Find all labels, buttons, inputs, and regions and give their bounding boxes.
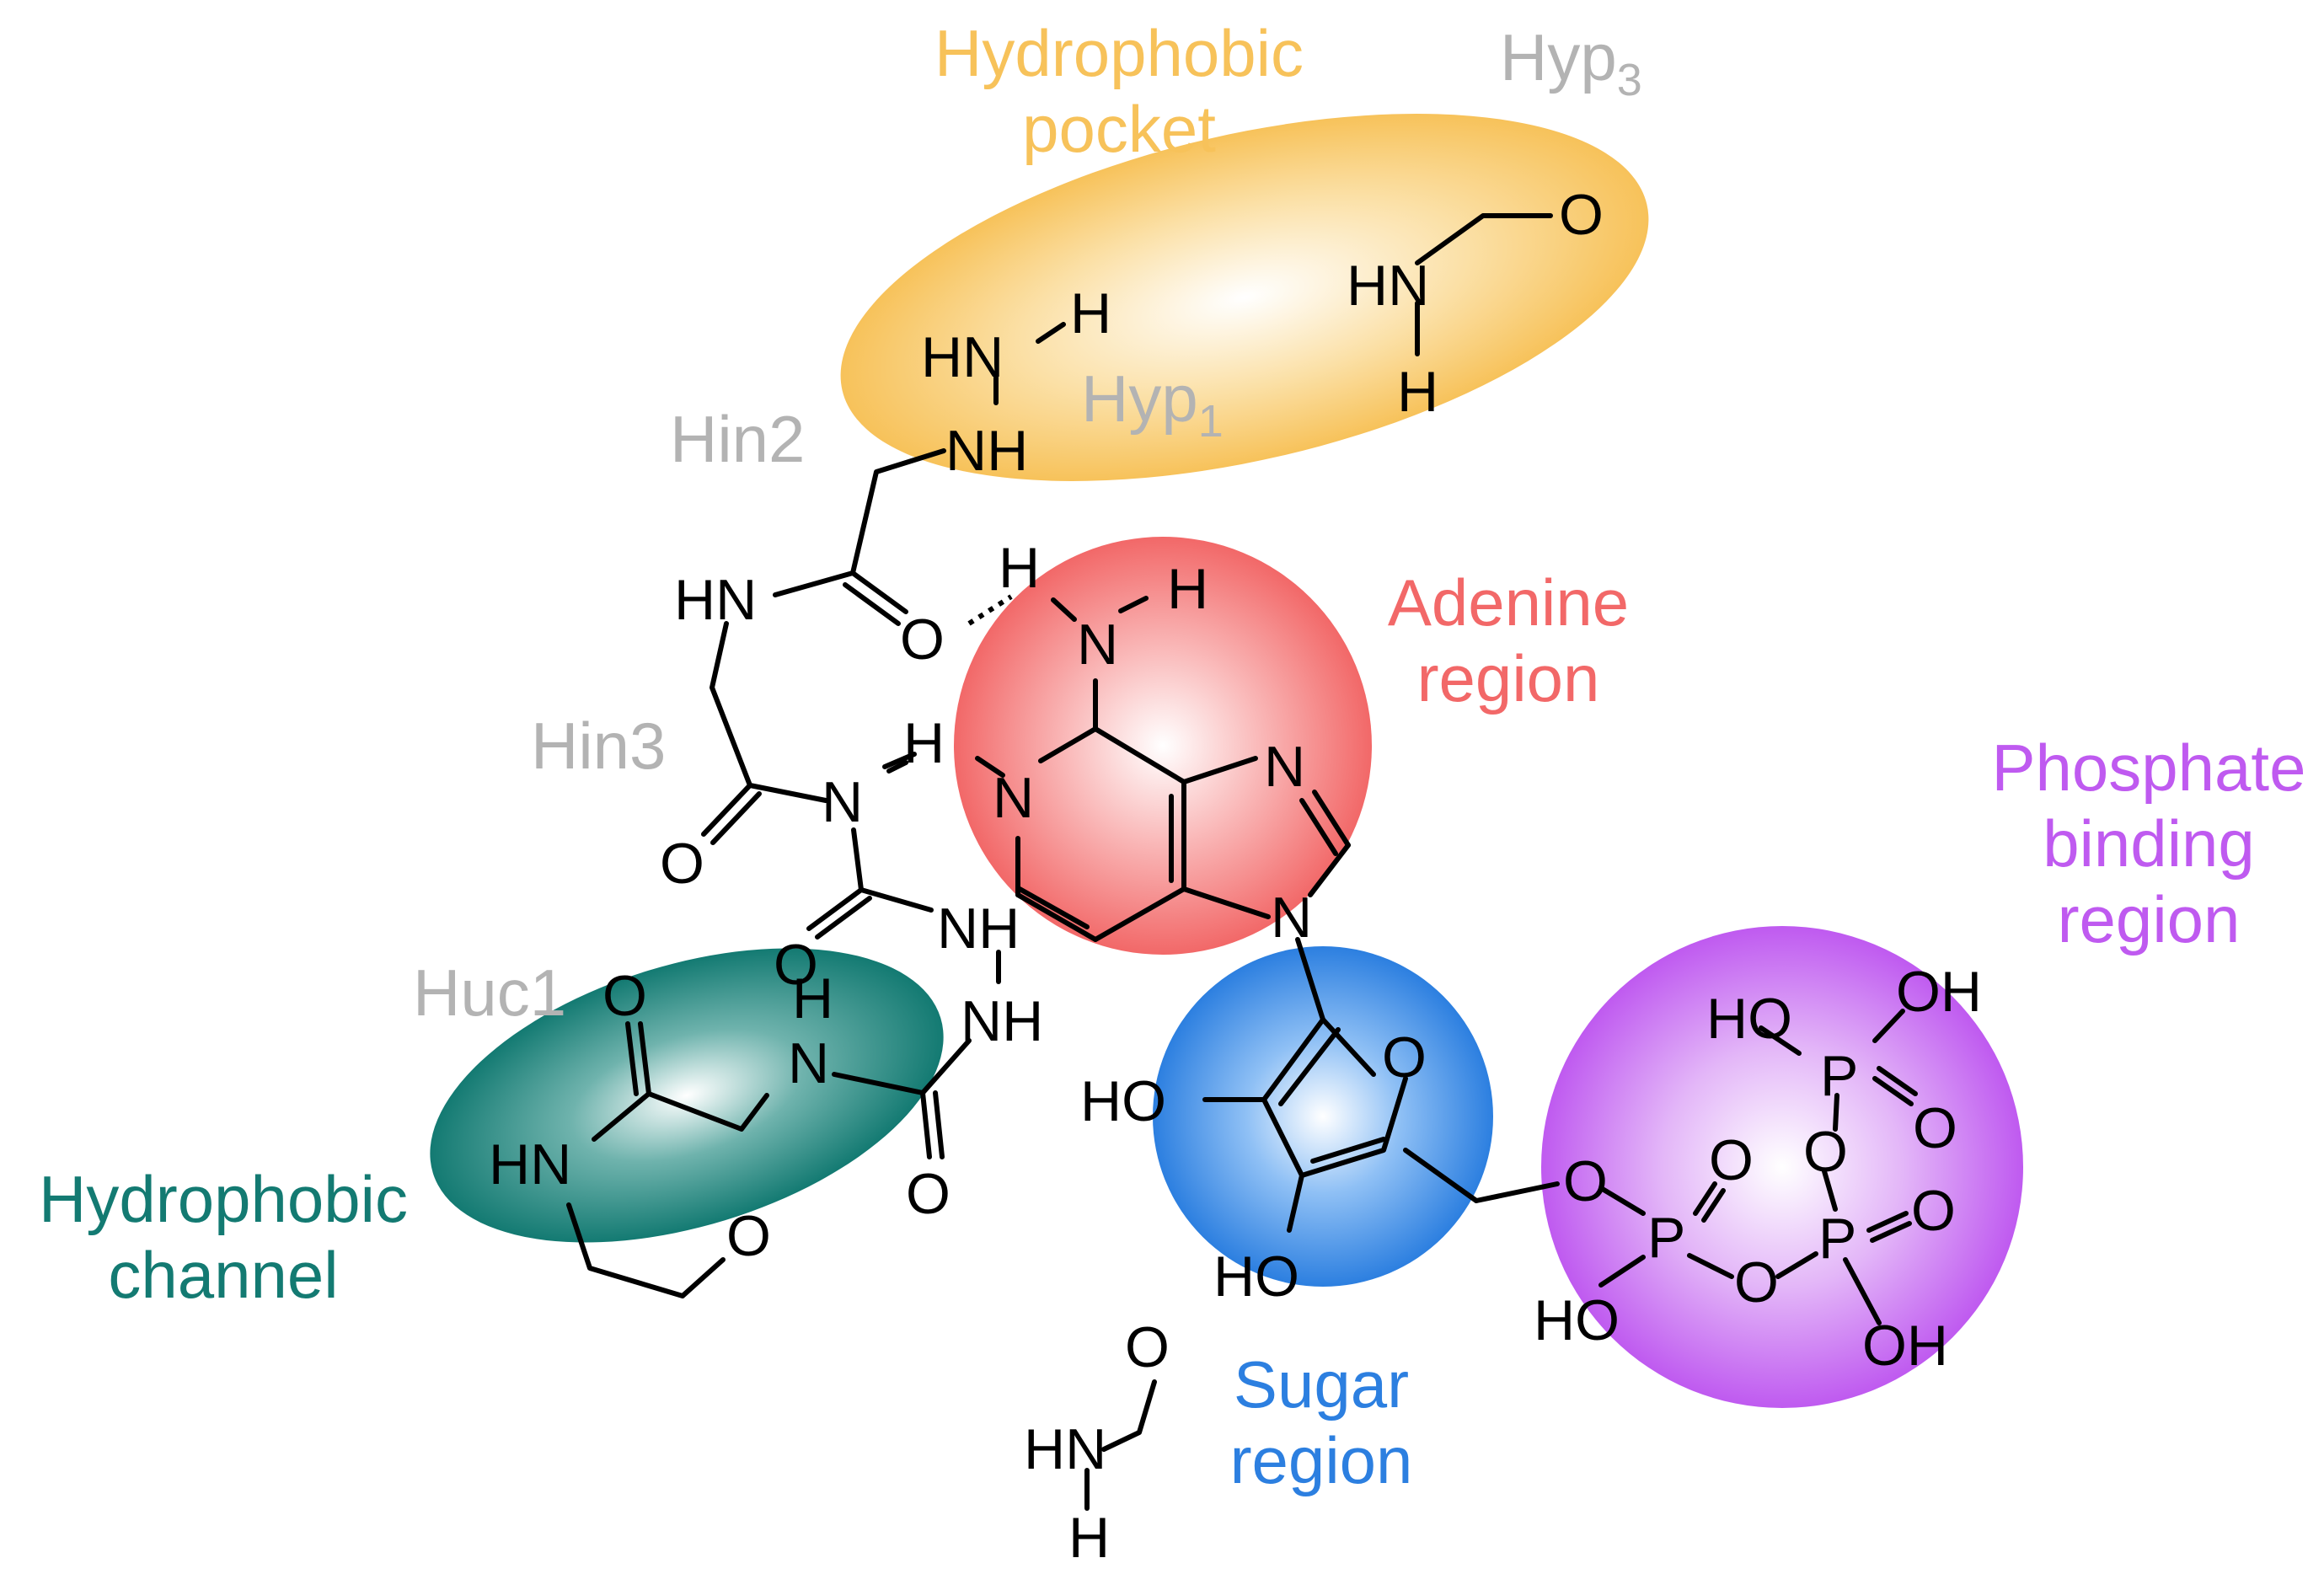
- atom-o: O: [660, 832, 704, 896]
- molecule-bonds: [566, 213, 1918, 1511]
- atom-n: N: [993, 766, 1034, 830]
- atom-nh: NH: [945, 419, 1028, 483]
- atom-h: H: [903, 711, 945, 775]
- atom-hn: HN: [1024, 1417, 1106, 1481]
- atom-oh: OH: [1896, 960, 1982, 1024]
- atom-o: O: [602, 964, 647, 1028]
- atom-p: P: [1647, 1206, 1685, 1270]
- atom-h: H: [792, 966, 833, 1031]
- sugar-region-circle: [1153, 946, 1493, 1287]
- atom-o: O: [1803, 1120, 1848, 1184]
- svg-text:Sugar: Sugar: [1234, 1347, 1409, 1421]
- atom-h: H: [1397, 360, 1438, 424]
- svg-text:Hydrophobic: Hydrophobic: [39, 1162, 408, 1236]
- atom-o: O: [1559, 183, 1604, 247]
- svg-text:Phosphate: Phosphate: [1992, 731, 2306, 805]
- atom-hn: HN: [489, 1132, 571, 1197]
- atom-o: O: [900, 608, 945, 672]
- atom-n: N: [788, 1031, 829, 1095]
- residue-label-hin2: Hin2: [670, 402, 805, 476]
- atom-o: O: [1911, 1179, 1956, 1243]
- atom-o: O: [1382, 1025, 1427, 1089]
- residue-label-huc1: Huc1: [413, 956, 566, 1030]
- phosphate-region-circle: [1541, 926, 2023, 1408]
- atom-o: O: [726, 1204, 771, 1268]
- atom-h: H: [1070, 281, 1111, 345]
- svg-text:region: region: [1417, 641, 1600, 715]
- svg-text:binding: binding: [2043, 806, 2255, 881]
- atom-nh: NH: [937, 897, 1020, 961]
- svg-text:Adenine: Adenine: [1388, 565, 1629, 640]
- atom-nh: NH: [961, 989, 1043, 1053]
- atom-n: N: [822, 770, 863, 834]
- hydrophobic-channel-ellipse: [430, 948, 944, 1243]
- region-label-adenine: Adenine region: [1388, 565, 1629, 715]
- atom-n: N: [1264, 735, 1305, 799]
- residue-label-hyp3: Hyp3: [1500, 20, 1642, 105]
- region-label-hydrophobic-channel: Hydrophobic channel: [39, 1162, 408, 1312]
- residue-label-hyp1: Hyp1: [1081, 361, 1224, 447]
- atom-labels: O HN H H HN NH HN O H H N H N O N N N O …: [489, 183, 1982, 1570]
- hydrophobic-pocket-ellipse: [840, 114, 1649, 481]
- svg-text:Hydrophobic: Hydrophobic: [934, 16, 1304, 90]
- atom-n: N: [1077, 613, 1118, 677]
- svg-text:region: region: [2058, 882, 2241, 956]
- adenine-region-circle: [954, 537, 1372, 955]
- atom-o: O: [1734, 1250, 1779, 1314]
- atom-o: O: [1563, 1149, 1608, 1213]
- svg-text:region: region: [1230, 1423, 1413, 1497]
- atom-ho: HO: [1534, 1288, 1620, 1352]
- atom-p: P: [1818, 1207, 1856, 1271]
- atom-n: N: [1271, 886, 1312, 950]
- atom-o: O: [1125, 1315, 1170, 1379]
- atom-h: H: [1167, 557, 1208, 621]
- region-label-hydrophobic-pocket: Hydrophobic pocket: [934, 16, 1304, 166]
- svg-text:channel: channel: [108, 1238, 338, 1312]
- atom-hn: HN: [674, 568, 757, 632]
- region-label-phosphate: Phosphate binding region: [1992, 731, 2306, 956]
- atom-o: O: [906, 1162, 950, 1226]
- atom-ho: HO: [1213, 1245, 1299, 1309]
- atom-oh: OH: [1862, 1314, 1948, 1378]
- atom-h: H: [1068, 1506, 1110, 1570]
- atom-o: O: [1709, 1128, 1754, 1192]
- atom-ho: HO: [1080, 1069, 1166, 1133]
- atom-hn: HN: [921, 325, 1004, 389]
- region-label-sugar: Sugar region: [1230, 1347, 1413, 1497]
- atom-o: O: [774, 933, 818, 997]
- svg-text:pocket: pocket: [1022, 92, 1216, 166]
- atom-p: P: [1820, 1044, 1858, 1108]
- atom-o: O: [1913, 1096, 1957, 1160]
- atom-h: H: [999, 536, 1040, 600]
- atom-ho: HO: [1706, 987, 1792, 1051]
- atom-hn: HN: [1347, 254, 1429, 318]
- residue-label-hin3: Hin3: [531, 709, 666, 783]
